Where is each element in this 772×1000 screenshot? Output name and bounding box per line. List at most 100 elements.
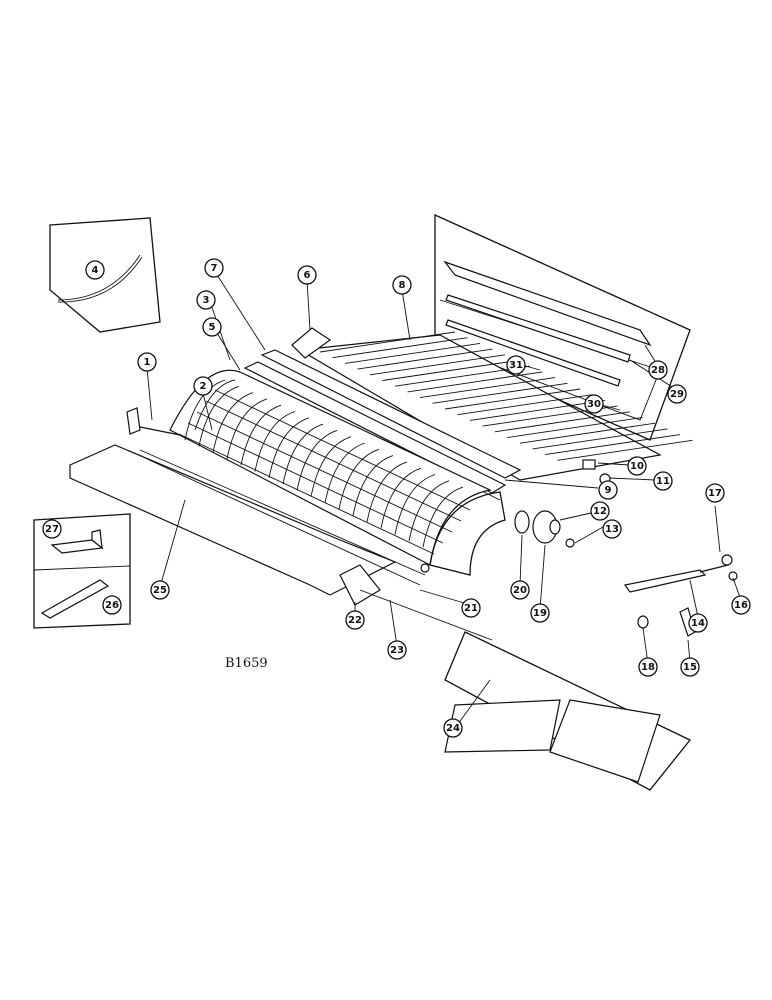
callout-label: 10 (630, 461, 644, 472)
callout-21: 21 (461, 598, 481, 618)
callout-label: 8 (399, 280, 406, 291)
callout-label: 24 (446, 723, 460, 734)
callout-29: 29 (667, 384, 687, 404)
callout-label: 14 (691, 618, 705, 629)
callout-label: 13 (605, 524, 619, 535)
callout-label: 7 (211, 263, 218, 274)
callout-label: 4 (92, 265, 99, 276)
callout-label: 15 (683, 662, 697, 673)
callout-17: 17 (705, 483, 725, 503)
callout-28: 28 (648, 360, 668, 380)
front-shield (69, 444, 493, 641)
callout-label: 31 (509, 360, 523, 371)
callout-label: 11 (656, 476, 670, 487)
callout-circle (461, 598, 481, 618)
callout-circle (297, 265, 317, 285)
callout-circle (387, 640, 407, 660)
callout-circle (193, 376, 213, 396)
callout-20: 20 (510, 580, 530, 600)
callout-label: 25 (153, 585, 167, 596)
callout-13: 13 (602, 519, 622, 539)
callout-circle (510, 580, 530, 600)
callout-label: 26 (105, 600, 119, 611)
callout-label: 18 (641, 662, 655, 673)
callout-26: 26 (102, 595, 122, 615)
callout-circle (102, 595, 122, 615)
callout-circle (42, 519, 62, 539)
callout-circle (590, 501, 610, 521)
callout-2: 2 (193, 376, 213, 396)
callout-label: 6 (304, 270, 311, 281)
callout-circle (602, 519, 622, 539)
callout-circle (638, 657, 658, 677)
callout-5: 5 (202, 317, 222, 337)
callout-circle (392, 275, 412, 295)
lower-cover-panel (444, 631, 692, 791)
callout-label: 23 (390, 645, 404, 656)
callout-label: 16 (734, 600, 748, 611)
callout-circle (667, 384, 687, 404)
callout-label: 12 (593, 506, 607, 517)
callout-30: 30 (584, 394, 604, 414)
callout-circle (688, 613, 708, 633)
callout-19: 19 (530, 603, 550, 623)
callout-8: 8 (392, 275, 412, 295)
callout-circle (627, 456, 647, 476)
callout-circle (680, 657, 700, 677)
callout-circle (345, 610, 365, 630)
callout-circle (648, 360, 668, 380)
callout-11: 11 (653, 471, 673, 491)
callout-label: 20 (513, 585, 527, 596)
inset-panel-parts-26-27 (33, 513, 131, 629)
callout-12: 12 (590, 501, 610, 521)
strap-panel (434, 213, 691, 441)
callout-31: 31 (506, 355, 526, 375)
callout-22: 22 (345, 610, 365, 630)
callout-circle (137, 352, 157, 372)
callout-4: 4 (85, 260, 105, 280)
callout-1: 1 (137, 352, 157, 372)
callout-circle (584, 394, 604, 414)
callout-label: 21 (464, 603, 478, 614)
callout-18: 18 (638, 657, 658, 677)
callout-label: 17 (708, 488, 722, 499)
callout-7: 7 (204, 258, 224, 278)
callout-label: 22 (348, 615, 362, 626)
callout-label: 1 (144, 357, 151, 368)
callout-circle (443, 718, 463, 738)
inset-panel-part-4 (49, 217, 161, 333)
callout-16: 16 (731, 595, 751, 615)
callout-circle (202, 317, 222, 337)
callout-3: 3 (196, 290, 216, 310)
callout-circle (705, 483, 725, 503)
callout-group: 1234567891011121314151617181920212223242… (42, 258, 751, 738)
callout-circle (530, 603, 550, 623)
callout-label: 3 (203, 295, 210, 306)
callout-9: 9 (598, 480, 618, 500)
callout-23: 23 (387, 640, 407, 660)
callout-circle (731, 595, 751, 615)
callout-circle (204, 258, 224, 278)
callout-25: 25 (150, 580, 170, 600)
callout-label: 9 (605, 485, 612, 496)
callout-label: 27 (45, 524, 59, 535)
callout-label: 2 (200, 381, 207, 392)
callout-24: 24 (443, 718, 463, 738)
callout-15: 15 (680, 657, 700, 677)
shaft (126, 407, 181, 436)
callout-label: 30 (587, 399, 601, 410)
callout-label: 28 (651, 365, 665, 376)
callout-label: 19 (533, 608, 547, 619)
figure-code: B1659 (225, 656, 268, 671)
callout-10: 10 (627, 456, 647, 476)
callout-6: 6 (297, 265, 317, 285)
callout-label: 29 (670, 389, 684, 400)
callout-14: 14 (688, 613, 708, 633)
callout-circle (598, 480, 618, 500)
hardware (514, 459, 738, 637)
callout-label: 5 (209, 322, 216, 333)
callout-circle (653, 471, 673, 491)
concave-grate (169, 369, 506, 576)
callout-circle (506, 355, 526, 375)
